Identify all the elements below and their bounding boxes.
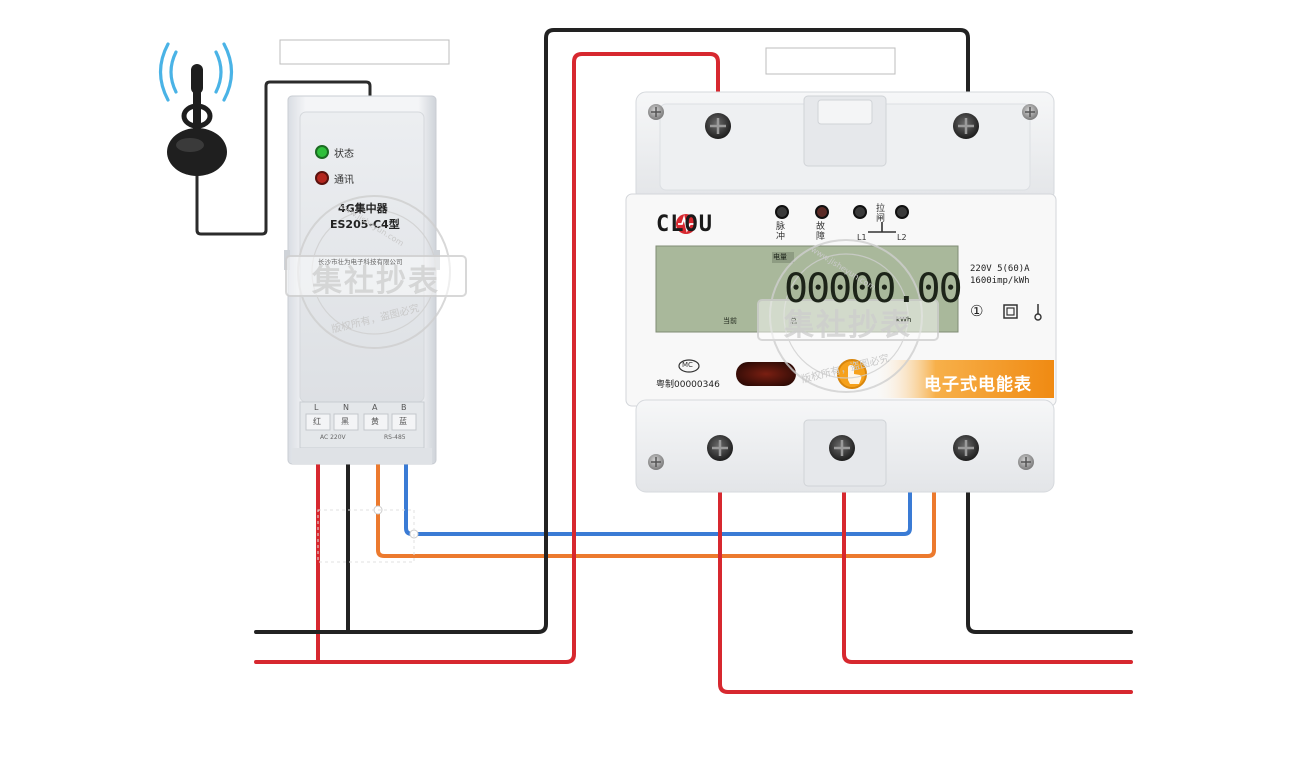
ac-voltage-label: AC 220V (320, 434, 346, 441)
terminal-label-l: L (314, 403, 319, 412)
rs485-a-wire (376, 460, 936, 558)
trip-led-l2 (895, 205, 909, 219)
status-led-label: 状态 (334, 149, 354, 160)
lcd-tag: 电量 (773, 253, 787, 261)
terminal-wire-black: 黑 (341, 417, 349, 426)
trip-line-l2: L2 (897, 233, 907, 242)
supply-neutral-wire (254, 28, 970, 634)
lcd-bottom-left: 当前 (723, 317, 737, 325)
load-neutral-wire (966, 454, 1133, 634)
concentrator-title: 4G集中器 (338, 202, 388, 215)
fault-led-label: 故障 (816, 222, 826, 242)
mc-mark-text: MC (682, 361, 693, 369)
meter-product-name: 电子式电能表 (924, 375, 1032, 395)
fault-led (815, 205, 829, 219)
trip-led-l1 (853, 205, 867, 219)
rs485-b-wire (404, 460, 912, 536)
terminal-wire-blue: 蓝 (399, 417, 407, 426)
junction-guide (317, 509, 415, 563)
meter-rating-constant: 1600imp/kWh (970, 276, 1030, 286)
terminal-wire-yellow: 黄 (371, 417, 379, 426)
wires (195, 28, 1133, 694)
signal-icon (158, 42, 234, 102)
lcd-unit: kWh (896, 316, 912, 324)
concentrator-label-box (279, 39, 450, 65)
lcd-bottom-mid: 总 (790, 317, 797, 325)
terminal-label-a: A (372, 403, 378, 412)
terminal-label-n: N (343, 403, 349, 412)
comm-led-label: 通讯 (334, 175, 354, 186)
status-led (315, 145, 329, 159)
optical-port (736, 362, 796, 386)
supply-live-wire (254, 52, 720, 664)
load-live-wire-1 (842, 454, 1133, 664)
meter-label-box (765, 47, 896, 75)
watermark-main-left: 集社抄表 (312, 264, 440, 299)
antenna-cable (195, 80, 372, 236)
watermark-seals (285, 195, 939, 393)
concentrator-manufacturer: 长沙市壮为电子科技有限公司 (318, 258, 403, 266)
antenna (158, 42, 234, 176)
double-insulation-icon (1003, 304, 1018, 319)
accuracy-class-mark: ① (970, 302, 984, 320)
meter-brand: CLOU (656, 212, 713, 237)
watermark-main-right: 集社抄表 (784, 308, 912, 343)
terminal-wire-red: 红 (313, 417, 321, 426)
trip-line-l1: L1 (857, 233, 867, 242)
comm-led (315, 171, 329, 185)
terminal-label-b: B (401, 403, 407, 412)
mc-cert-icon (678, 359, 700, 373)
meter-rating-current: 220V 5(60)A (970, 264, 1030, 274)
rs485-label: RS-485 (384, 434, 406, 441)
pulse-led-label: 脉冲 (776, 222, 786, 242)
lcd-reading: 00000.00 (784, 266, 963, 312)
load-live-wire-2 (718, 454, 1133, 694)
cert-number: 粤制00000346 (656, 380, 720, 390)
concentrator-model: ES205-C4型 (330, 218, 400, 231)
pulse-led (775, 205, 789, 219)
trip-label: 拉闸 (876, 204, 886, 224)
energy-meter (625, 91, 1057, 493)
